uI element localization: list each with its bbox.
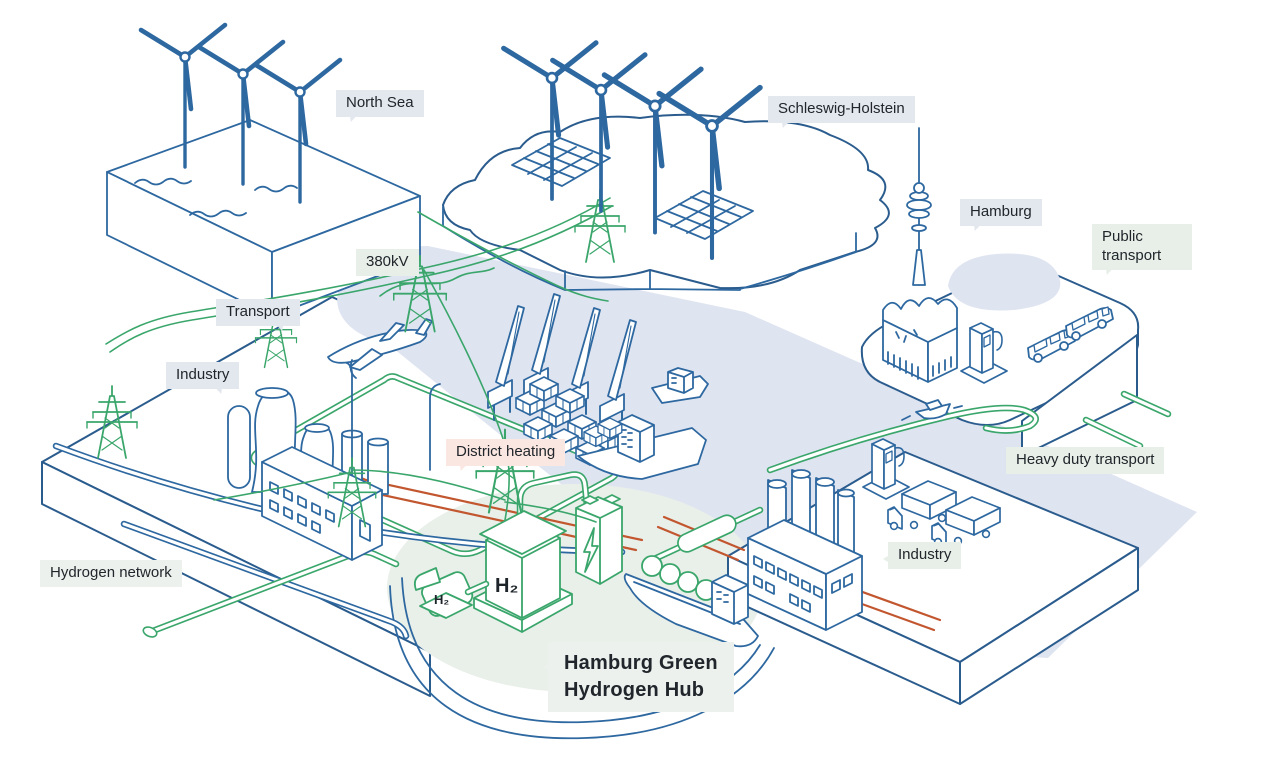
label-380kv: 380kV <box>356 249 419 276</box>
label-hamburg: Hamburg <box>960 199 1042 226</box>
electrolyser-building: H₂ <box>473 510 573 633</box>
schleswig-holstein-landmass <box>442 113 890 291</box>
hydrogen-tanker-ship <box>623 555 759 648</box>
battery-unit <box>575 494 623 585</box>
h2-badge-small: H₂ <box>434 592 449 607</box>
hub-title-line2: Hydrogen Hub <box>564 679 705 701</box>
electrolyser-pipe <box>516 471 591 546</box>
container-ship <box>577 414 707 480</box>
refinery <box>747 469 863 631</box>
label-schleswig-holstein: Schleswig-Holstein <box>768 96 915 123</box>
small-boat <box>901 399 963 421</box>
h2-badge-large: H₂ <box>495 575 518 597</box>
barge <box>651 367 709 404</box>
elbphilharmonie <box>882 297 958 383</box>
lightning-bolt-icon <box>583 527 599 573</box>
tv-tower <box>906 127 932 286</box>
factory-windows <box>269 481 371 542</box>
label-industry-right: Industry <box>882 542 962 569</box>
label-hub-title: Hamburg Green Hydrogen Hub <box>548 642 734 712</box>
label-heavy-duty-transport: Heavy duty transport <box>1006 447 1165 474</box>
harbour-cove <box>948 253 1061 311</box>
hub-title-line1: Hamburg Green <box>564 652 718 674</box>
label-hydrogen-network: Hydrogen network <box>40 560 182 587</box>
solar-array-2 <box>654 190 754 240</box>
refinery-windows <box>753 555 853 613</box>
label-district-heating: District heating <box>446 439 566 466</box>
label-transport: Transport <box>216 299 300 326</box>
hydrogen-distribution-pipes <box>648 390 1172 564</box>
label-public-transport: Public transport <box>1092 224 1192 270</box>
airplane <box>327 318 433 379</box>
power-lines <box>105 197 613 523</box>
label-industry-left: Industry <box>166 362 240 389</box>
hydrogen-compressor: H₂ <box>413 567 490 619</box>
hydrogen-hub-area <box>387 484 763 692</box>
subsea-cable <box>417 211 609 302</box>
label-north-sea: North Sea <box>336 90 424 117</box>
north-sea-wind-farm <box>106 25 609 317</box>
hydrogen-tanks <box>641 555 717 601</box>
solar-array-1 <box>511 137 611 187</box>
